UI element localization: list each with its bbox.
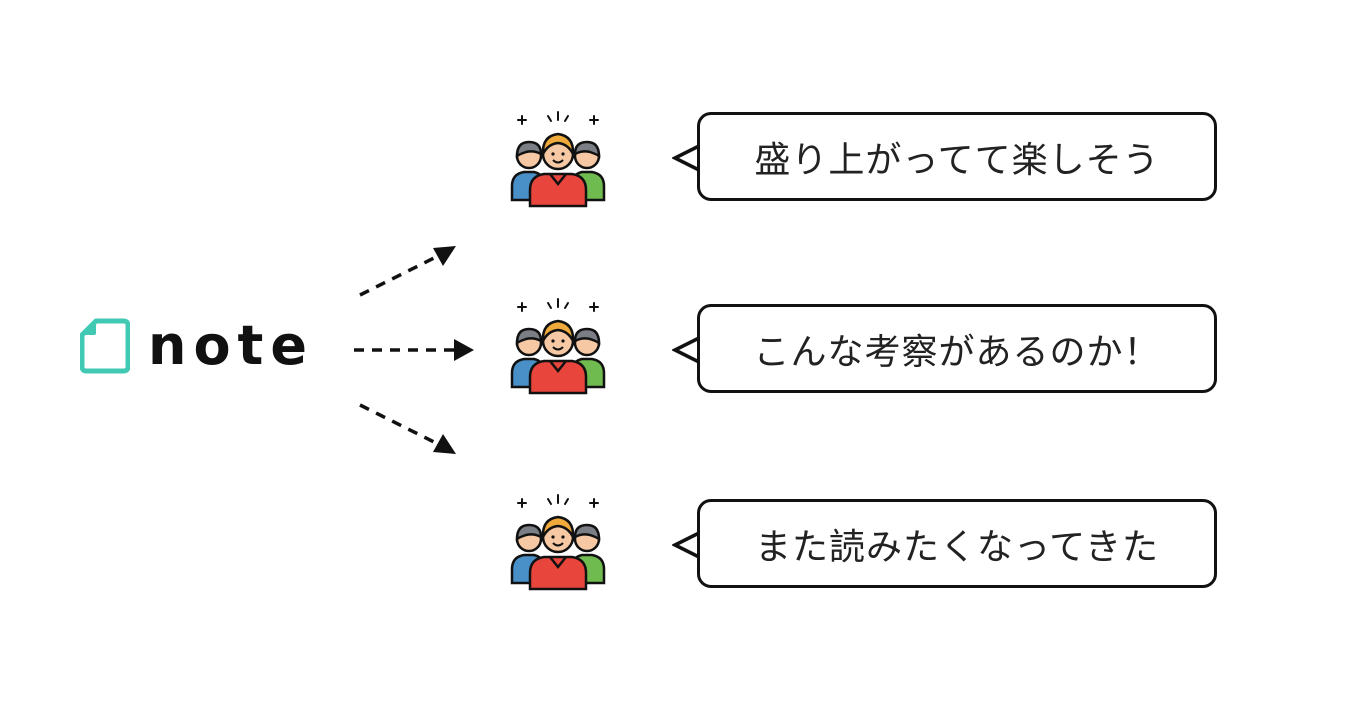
arrow-right [354,339,474,361]
bubble-tail [672,143,702,173]
comment-bubble: こんな考察があるのか！ [697,304,1217,393]
comment-bubble: また読みたくなってきた [697,499,1217,588]
arrow-up [359,246,456,297]
people-group-icon [510,493,606,591]
people-group-icon [510,297,606,395]
bubble-tail [672,530,702,560]
note-document-icon [80,318,130,374]
note-logo: note [80,316,314,376]
bubble-tail [672,335,702,365]
people-group-icon [510,110,606,208]
comment-bubble: 盛り上がってて楽しそう [697,112,1217,201]
comment-text: こんな考察があるのか！ [753,331,1161,373]
comment-text: また読みたくなってきた [754,526,1160,568]
comment-text: 盛り上がってて楽しそう [754,139,1160,181]
arrow-down [359,403,456,454]
logo-text: note [148,314,314,377]
